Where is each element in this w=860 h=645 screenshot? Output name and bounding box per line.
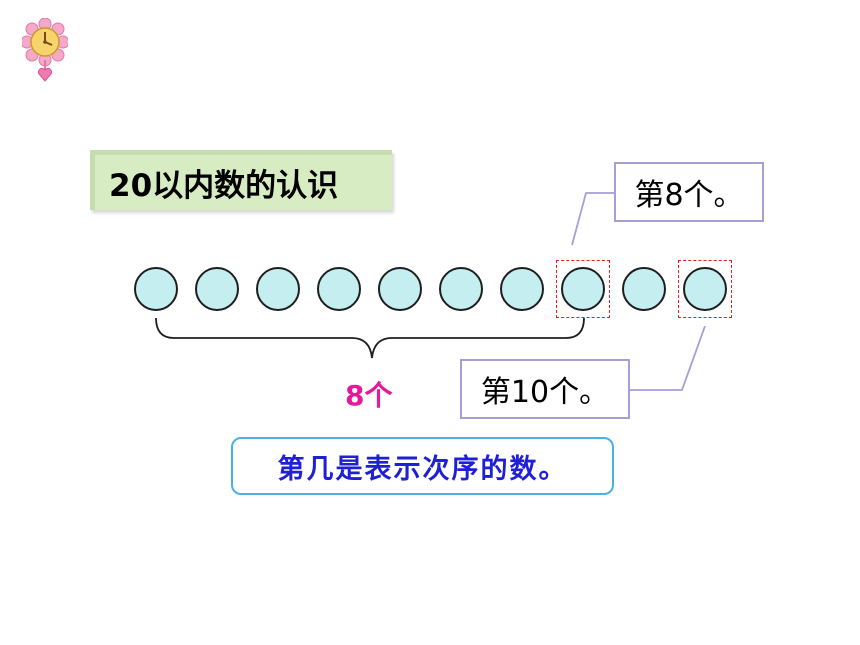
callout-eighth: 第8个。 [614,162,764,222]
callout-connector-tenth [630,325,706,391]
flower-clock-icon [20,17,70,82]
count-brace [155,317,585,359]
callout-tenth: 第10个。 [460,359,630,419]
title-banner: 20以内数的认识 [90,150,392,210]
callout-connector-eighth [571,192,614,246]
brace-count-label: 8个 [345,379,393,412]
callout-eighth-text: 第8个。 [634,178,744,213]
rule-box: 第几是表示次序的数。 [231,437,614,495]
page-title: 20以内数的认识 [109,168,339,204]
rule-text: 第几是表示次序的数。 [277,453,568,485]
callout-tenth-text: 第10个。 [480,375,610,410]
